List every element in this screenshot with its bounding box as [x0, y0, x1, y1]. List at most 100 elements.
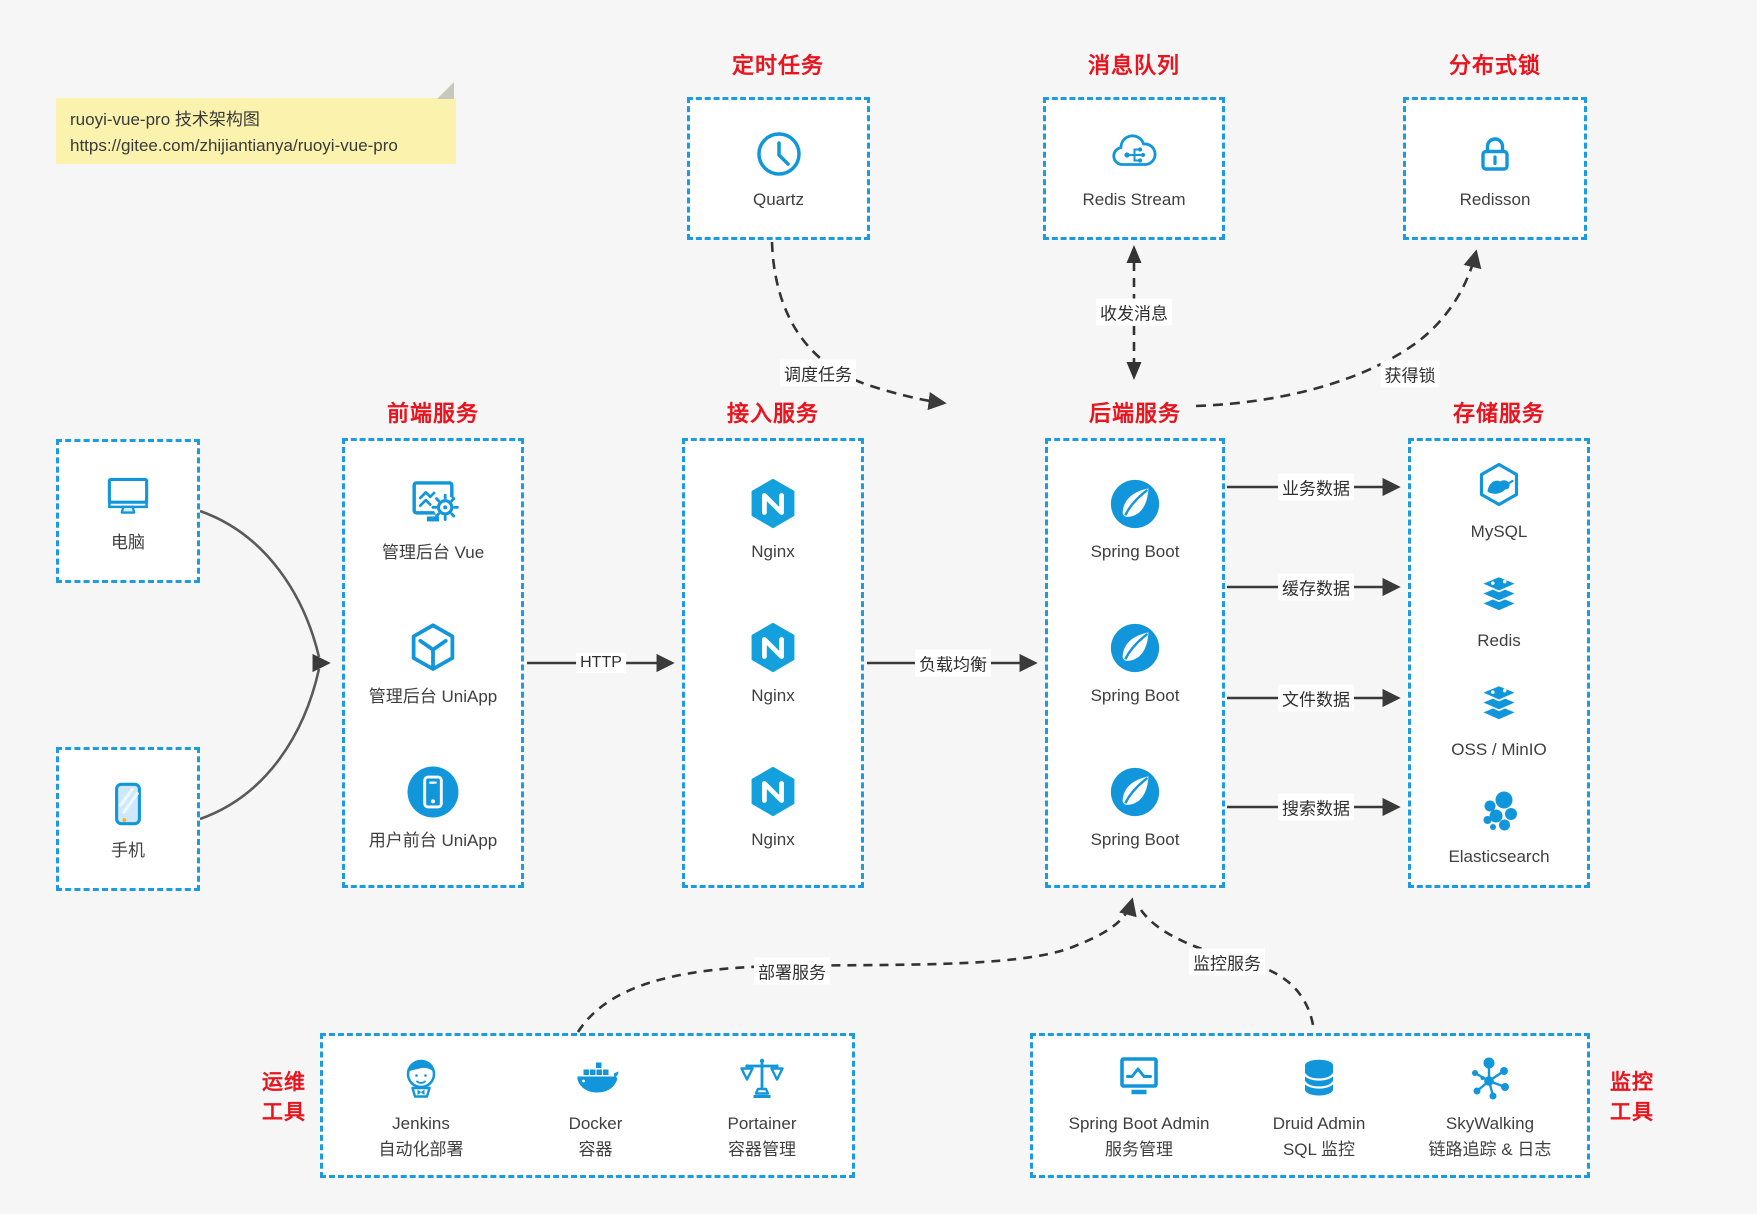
node-user-uniapp: 用户前台 UniApp [369, 761, 497, 852]
uniapp-cube-icon [411, 623, 455, 672]
node-sublabel: 服务管理 [1105, 1139, 1174, 1159]
node-label: Docker [568, 1114, 623, 1134]
node-spring-boot-admin: Spring Boot Admin 服务管理 [1068, 1050, 1210, 1160]
node-label: Redis [1477, 630, 1521, 650]
edge-monitor-service [1139, 909, 1316, 1032]
node-docker: Docker 容器 [567, 1050, 625, 1160]
edge-send-receive-arrow-down [1126, 362, 1142, 380]
node-label: MySQL [1470, 521, 1528, 541]
node-pc: 电脑 [99, 467, 157, 554]
title-storage-services: 存储服务 [1452, 401, 1546, 426]
label-monitor-service: 监控服务 [1189, 948, 1265, 976]
node-label: Portainer [727, 1114, 797, 1134]
cloud-mq-icon [1112, 134, 1157, 166]
box-storage-services: MySQL Redis OSS / MinIO [1408, 438, 1590, 888]
label-load-balance: 负载均衡 [915, 649, 991, 677]
node-spring-boot-1: Spring Boot [1090, 474, 1180, 563]
sba-monitor-icon [1120, 1057, 1158, 1095]
label-http: HTTP [576, 653, 626, 673]
node-nginx-1: Nginx [743, 474, 803, 563]
node-label: Spring Boot Admin [1068, 1114, 1210, 1134]
lock-icon [1481, 137, 1509, 171]
node-elasticsearch: Elasticsearch [1448, 783, 1550, 868]
title-ops-line1: 运维 [262, 1071, 306, 1094]
box-pc: 电脑 [56, 439, 200, 583]
node-nginx-2: Nginx [743, 618, 803, 707]
node-label: 管理后台 UniApp [368, 687, 498, 707]
node-label: Nginx [751, 830, 795, 850]
title-frontend-services: 前端服务 [386, 401, 480, 426]
edge-pc-merge-curve [199, 509, 321, 658]
node-label: Druid Admin [1272, 1114, 1366, 1134]
label-file-data: 文件数据 [1278, 684, 1354, 712]
node-label: Spring Boot [1090, 686, 1180, 706]
box-monitor-tools: Spring Boot Admin 服务管理 Druid Admin SQL 监… [1030, 1033, 1590, 1178]
skywalking-icon [1471, 1057, 1509, 1100]
edge-send-receive-arrow-up [1126, 245, 1142, 263]
node-sublabel: 容器 [578, 1139, 613, 1159]
label-cache-data: 缓存数据 [1278, 573, 1354, 601]
node-phone: 手机 [99, 775, 157, 862]
label-acquire-lock: 获得锁 [1380, 360, 1440, 388]
node-label: Quartz [752, 189, 805, 209]
storage-stack-icon [1479, 684, 1519, 721]
node-sublabel: 链路追踪 & 日志 [1428, 1139, 1552, 1159]
node-label: OSS / MinIO [1451, 739, 1547, 759]
node-label: SkyWalking [1445, 1114, 1535, 1134]
node-label: 手机 [111, 841, 145, 861]
admin-vue-icon [412, 481, 459, 522]
title-backend-services: 后端服务 [1088, 401, 1182, 426]
druid-db-icon [1303, 1060, 1335, 1096]
node-skywalking: SkyWalking 链路追踪 & 日志 [1428, 1050, 1552, 1160]
node-redis-stream: Redis Stream [1082, 126, 1186, 211]
node-oss-minio: OSS / MinIO [1451, 674, 1547, 761]
docker-icon [577, 1062, 618, 1093]
node-jenkins: Jenkins 自动化部署 [379, 1050, 464, 1160]
title-monitor-line1: 监控 [1610, 1071, 1654, 1094]
box-backend-services: Spring Boot Spring Boot Spring Boot [1045, 438, 1225, 888]
label-deploy-service: 部署服务 [754, 957, 830, 985]
redis-stack-icon [1479, 575, 1519, 612]
node-label: 电脑 [111, 533, 145, 553]
nginx-icon [751, 479, 795, 529]
title-ops-line2: 工具 [262, 1101, 306, 1125]
elasticsearch-icon [1483, 791, 1517, 831]
label-send-receive-msg: 收发消息 [1096, 298, 1172, 326]
user-uniapp-icon [407, 766, 459, 818]
box-ops-tools: Jenkins 自动化部署 Docker 容器 [320, 1033, 855, 1178]
node-nginx-3: Nginx [743, 762, 803, 851]
portainer-icon [740, 1059, 784, 1099]
clock-icon [756, 132, 801, 176]
title-ops-tools: 运维 工具 [262, 1068, 306, 1129]
jenkins-icon [406, 1060, 436, 1099]
node-druid-admin: Druid Admin SQL 监控 [1272, 1050, 1366, 1160]
box-gateway-services: Nginx Nginx Nginx [682, 438, 864, 888]
title-monitor-line2: 工具 [1610, 1101, 1654, 1125]
node-label: 管理后台 Vue [381, 543, 485, 563]
edge-deploy-service [576, 897, 1137, 1033]
desktop-icon [107, 478, 149, 515]
node-sublabel: SQL 监控 [1282, 1139, 1356, 1159]
note-title: ruoyi-vue-pro 技术架构图 [70, 110, 260, 129]
box-frontend-services: 管理后台 Vue 管理后台 UniApp 用户前台 UniApp [342, 438, 524, 888]
node-spring-boot-2: Spring Boot [1090, 618, 1180, 707]
node-label: Jenkins [392, 1114, 450, 1134]
box-redisson: Redisson [1403, 97, 1587, 240]
nginx-icon [751, 623, 795, 673]
box-phone: 手机 [56, 747, 200, 891]
node-sublabel: 容器管理 [727, 1139, 796, 1159]
spring-boot-icon [1110, 624, 1160, 673]
node-quartz: Quartz [751, 126, 807, 211]
node-label: Nginx [751, 542, 795, 562]
node-sublabel: 自动化部署 [378, 1139, 464, 1159]
node-spring-boot-3: Spring Boot [1090, 762, 1180, 851]
node-redis: Redis [1470, 565, 1528, 652]
nginx-icon [751, 767, 795, 817]
node-mysql: MySQL [1470, 458, 1528, 543]
node-label: Redis Stream [1082, 189, 1186, 209]
note-url: https://gitee.com/zhijiantianya/ruoyi-vu… [70, 136, 398, 156]
node-label: Spring Boot [1090, 830, 1180, 850]
node-label: Spring Boot [1090, 542, 1180, 562]
label-search-data: 搜索数据 [1278, 793, 1354, 821]
phone-icon [115, 783, 141, 826]
